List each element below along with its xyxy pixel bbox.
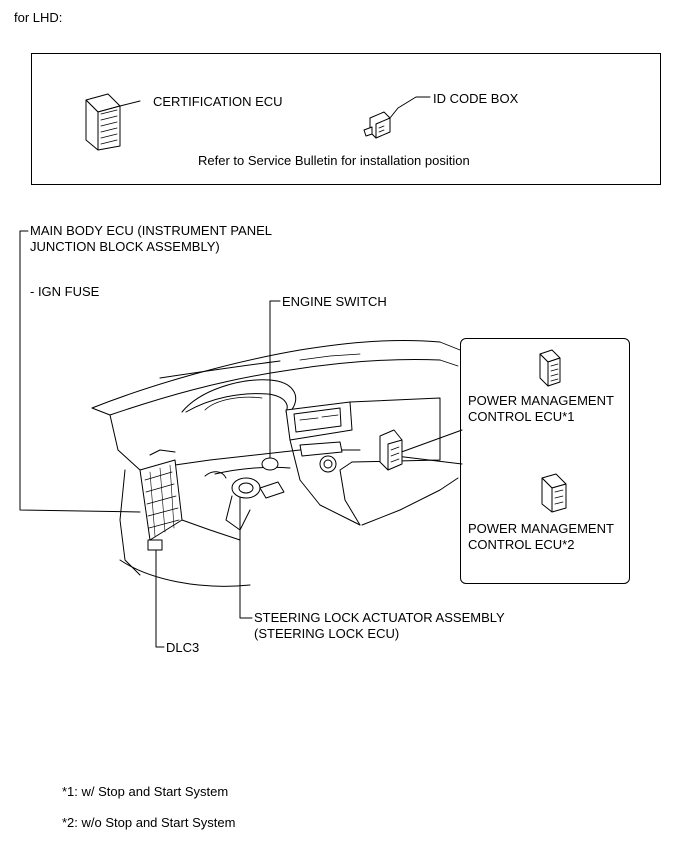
dlc3-label: DLC3: [166, 640, 200, 655]
pm-ecu-leader-1: [395, 429, 463, 455]
steering-lock-leader: [239, 495, 253, 619]
id-code-box-label: ID CODE BOX: [433, 91, 519, 106]
engine-switch-leader: [269, 300, 281, 467]
main-body-ecu-label: MAIN BODY ECU (INSTRUMENT PANEL JUNCTION…: [30, 223, 272, 254]
steering-lock-label: STEERING LOCK ACTUATOR ASSEMBLY (STEERIN…: [254, 610, 505, 641]
lhd-label: for LHD:: [14, 10, 63, 25]
footnote-1: *1: w/ Stop and Start System: [62, 784, 229, 799]
pm-ecu-2-icon: [541, 473, 567, 513]
id-code-box-icon: [363, 96, 431, 139]
certification-box: [31, 53, 661, 185]
engine-switch-label: ENGINE SWITCH: [282, 294, 387, 309]
pm-ecu-1-icon: [539, 349, 561, 387]
service-bulletin-note: Refer to Service Bulletin for installati…: [198, 153, 470, 168]
certification-ecu-label: CERTIFICATION ECU: [153, 94, 283, 109]
footnote-2: *2: w/o Stop and Start System: [62, 815, 236, 830]
dlc3-leader: [155, 547, 165, 648]
pm-ecu-1-label: POWER MANAGEMENT CONTROL ECU*1: [468, 393, 614, 424]
main-body-ecu-leader: [19, 230, 141, 513]
ign-fuse-label: - IGN FUSE: [30, 284, 100, 299]
dashboard-illustration: [91, 339, 461, 587]
pm-ecu-2-label: POWER MANAGEMENT CONTROL ECU*2: [468, 521, 614, 552]
certification-ecu-icon: [85, 93, 141, 151]
